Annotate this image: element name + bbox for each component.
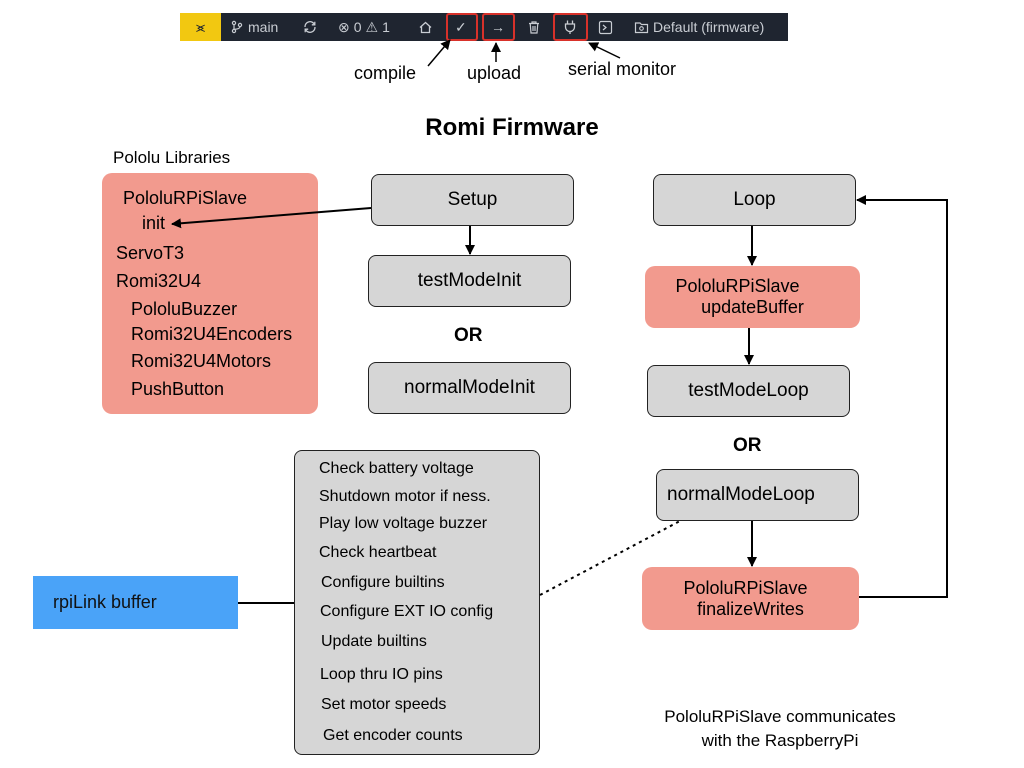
environment-label: Default (firmware): [653, 19, 765, 35]
terminal-icon: [598, 20, 613, 34]
compile-arrow: [427, 39, 451, 67]
test-mode-loop-box: testModeLoop: [647, 365, 850, 417]
library-servot3: ServoT3: [116, 243, 185, 263]
diagram-title: Romi Firmware: [425, 114, 599, 141]
task-item: Check heartbeat: [319, 544, 437, 561]
finalize-writes-line2: finalizeWrites: [697, 598, 804, 619]
setup-to-init-arrow: [171, 207, 372, 229]
normal-mode-loop-box: normalModeLoop: [656, 469, 859, 521]
error-icon: ⊗: [338, 19, 350, 35]
compile-callout: compile: [354, 63, 417, 83]
library-romi32u4motors: Romi32U4Motors: [131, 351, 272, 371]
setup-or-label: OR: [454, 325, 483, 346]
remote-icon: ⪤: [195, 19, 206, 35]
communication-note: PololuRPiSlave communicates with the Ras…: [620, 705, 940, 753]
finalize-writes-box: PololuRPiSlave finalizeWrites: [642, 567, 859, 630]
terminal-button[interactable]: [598, 13, 613, 41]
finalize-writes-line1: PololuRPiSlave: [683, 577, 808, 598]
upload-button[interactable]: →: [491, 13, 505, 41]
library-romi32u4encoders: Romi32U4Encoders: [131, 324, 293, 344]
library-pololurpislave: PololuRPiSlave: [123, 188, 248, 208]
loop-box: Loop: [653, 174, 856, 226]
update-buffer-line2: updateBuffer: [701, 297, 804, 317]
serial-monitor-callout: serial monitor: [568, 59, 677, 79]
loop-task-list-box: [294, 450, 540, 755]
plug-icon: [564, 20, 576, 34]
library-pushbutton: PushButton: [131, 379, 225, 399]
setup-box: Setup: [371, 174, 574, 226]
task-item: Configure builtins: [321, 574, 445, 591]
rpilink-buffer-box: rpiLink buffer: [33, 576, 238, 629]
vscode-status-bar: ⪤ main ⊗ 0 ⚠ 1 ✓ → Default (firmware): [180, 13, 788, 41]
test-mode-init-box: testModeInit: [368, 255, 571, 307]
libraries-heading: Pololu Libraries: [113, 148, 231, 167]
trash-icon: [529, 20, 539, 34]
update-buffer-line1: PololuRPiSlave: [675, 276, 800, 296]
tasklist-to-normalmodeloop-dotted: [539, 520, 681, 596]
upload-highlight: [482, 13, 515, 41]
warning-icon: ⚠: [365, 19, 379, 35]
branch-name: main: [248, 19, 279, 35]
git-branch-icon: [231, 20, 243, 34]
note-line1: PololuRPiSlave communicates: [664, 707, 896, 726]
upload-callout: upload: [467, 63, 522, 83]
arrow-right-icon: →: [491, 19, 505, 35]
compile-highlight: [446, 13, 478, 41]
remote-indicator[interactable]: ⪤: [180, 13, 221, 41]
libraries-box: [102, 173, 318, 414]
task-item: Get encoder counts: [323, 727, 463, 744]
task-item: Play low voltage buzzer: [319, 515, 488, 532]
finalize-to-loop-return-arrow: [856, 195, 948, 598]
task-item: Configure EXT IO config: [320, 603, 494, 620]
loop-or-label: OR: [733, 435, 762, 456]
task-item: Set motor speeds: [321, 696, 447, 713]
serial-monitor-button[interactable]: [563, 13, 577, 41]
update-buffer-box: PololuRPiSlave updateBuffer: [645, 266, 860, 328]
task-item: Update builtins: [321, 633, 427, 650]
task-item: Loop thru IO pins: [320, 666, 443, 683]
task-item: Shutdown motor if ness.: [319, 488, 491, 505]
checkmark-icon: ✓: [455, 19, 467, 35]
error-count: 0: [353, 19, 362, 35]
serial-monitor-highlight: [553, 13, 588, 41]
project-environment-switcher[interactable]: Default (firmware): [634, 13, 764, 41]
clean-button[interactable]: [527, 13, 541, 41]
library-pololubuzzer: PololuBuzzer: [131, 299, 238, 319]
note-line2: with the RaspberryPi: [701, 731, 859, 750]
branch-indicator[interactable]: main: [230, 13, 278, 41]
serial-monitor-arrow: [588, 42, 621, 59]
platformio-home-button[interactable]: [418, 13, 433, 41]
sync-icon: [304, 21, 316, 33]
sync-button[interactable]: [302, 13, 318, 41]
folder-icon: [634, 21, 649, 33]
normal-mode-init-box: normalModeInit: [368, 362, 571, 414]
build-button[interactable]: ✓: [455, 13, 467, 41]
library-init: init: [142, 213, 166, 233]
task-item: Check battery voltage: [319, 460, 474, 477]
library-romi32u4: Romi32U4: [116, 271, 202, 291]
problems-indicator[interactable]: ⊗ 0 ⚠ 1: [338, 13, 390, 41]
warning-count: 1: [382, 19, 390, 35]
home-icon: [419, 21, 432, 33]
